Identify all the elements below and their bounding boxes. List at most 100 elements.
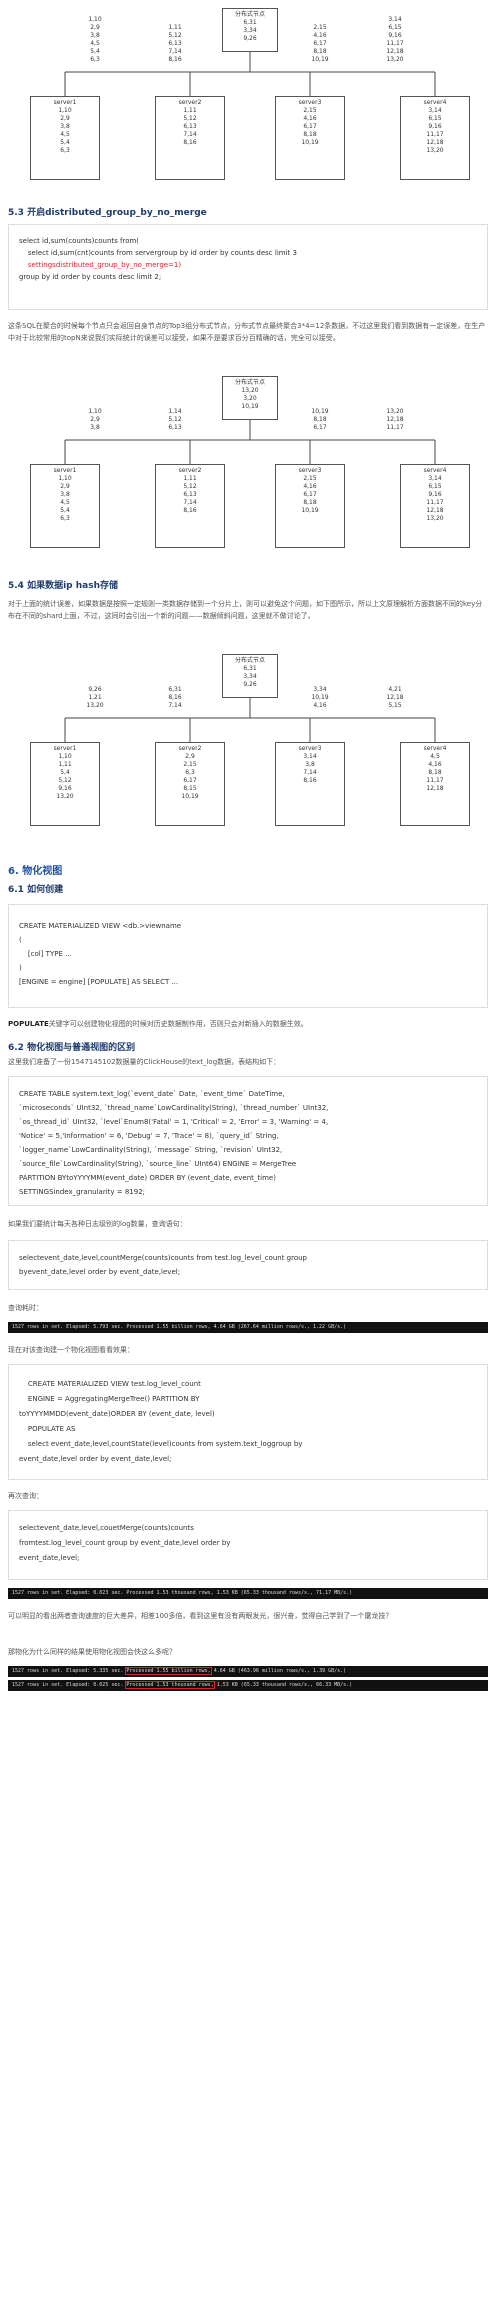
code-line: `source_file`LowCardinality(String), `so… bbox=[19, 1160, 297, 1168]
code-line: event_date,level; bbox=[19, 1554, 80, 1562]
node-line: 9,16 bbox=[428, 123, 442, 130]
code-block-create-table: CREATE TABLE system.text_log(`event_date… bbox=[8, 1076, 488, 1206]
node-line: 6,3 bbox=[60, 147, 70, 154]
code-block-query-again: selectevent_date,level,couetMerge(counts… bbox=[8, 1510, 488, 1580]
node-line: 8,15 bbox=[183, 785, 197, 792]
node-line: server3 bbox=[298, 467, 322, 474]
node-line: 3,14 bbox=[428, 107, 442, 114]
node-line: 8,16 bbox=[183, 507, 197, 514]
paragraph-6-2: 这里我们准备了一份1547145102数据量的ClickHouse的text_l… bbox=[8, 1058, 281, 1066]
node-line: 13,20 bbox=[56, 793, 74, 800]
node-line: 9,16 bbox=[58, 785, 72, 792]
value-line: 1,11 bbox=[168, 24, 182, 31]
term-highlight: Processed 1.53 thousand rows, bbox=[125, 1681, 215, 1689]
node-line: 4,5 bbox=[60, 131, 70, 138]
node-line: 10,19 bbox=[241, 403, 259, 410]
node-line: server1 bbox=[53, 467, 77, 474]
value-line: 10,19 bbox=[311, 694, 329, 701]
value-line: 2,15 bbox=[313, 24, 327, 31]
node-line: 8,18 bbox=[428, 769, 442, 776]
terminal-output-3a: 1527 rows in set. Elapsed: 5.335 sec. Pr… bbox=[8, 1666, 488, 1677]
value-line: 3,14 bbox=[388, 16, 402, 23]
node-line: server4 bbox=[423, 467, 447, 474]
value-line: 6,15 bbox=[388, 24, 402, 31]
node-line: 2,9 bbox=[185, 753, 195, 760]
value-line: 5,4 bbox=[90, 48, 100, 55]
value-line: 2,9 bbox=[90, 416, 100, 423]
value-line: 6,3 bbox=[90, 56, 100, 63]
code-line: select event_date,level,countState(level… bbox=[19, 1440, 303, 1448]
node-line: server2 bbox=[178, 745, 202, 752]
node-line: 9,26 bbox=[243, 681, 257, 688]
value-line: 13,20 bbox=[86, 702, 104, 709]
value-line: 12,18 bbox=[386, 694, 404, 701]
code-line: `microseconds` UInt32, `thread_name`LowC… bbox=[19, 1104, 329, 1112]
node-line: server4 bbox=[423, 745, 447, 752]
node-line: 11,17 bbox=[426, 499, 444, 506]
node-line: 9,16 bbox=[428, 491, 442, 498]
node-line: 8,16 bbox=[183, 139, 197, 146]
code-line: selectevent_date,level,couetMerge(counts… bbox=[19, 1524, 194, 1532]
section-5-4-title: 5.4 如果数据ip hash存储 bbox=[8, 581, 118, 591]
code-line: group by id order by counts desc limit 2… bbox=[19, 273, 162, 281]
node-line: 分布式节点 bbox=[234, 11, 265, 18]
code-line: CREATE MATERIALIZED VIEW <db.>viewname bbox=[19, 922, 182, 930]
node-line: 2,9 bbox=[60, 115, 70, 122]
diagram-connectors bbox=[64, 52, 436, 96]
node-line: 1,10 bbox=[58, 475, 72, 482]
code-line: byevent_date,level order by event_date,l… bbox=[19, 1268, 181, 1276]
node-line: 5,12 bbox=[183, 483, 197, 490]
code-block-create-mv: CREATE MATERIALIZED VIEW test.log_level_… bbox=[8, 1364, 488, 1480]
value-line: 4,16 bbox=[313, 702, 327, 709]
value-line: 3,8 bbox=[90, 32, 100, 39]
node-line: 7,14 bbox=[183, 499, 197, 506]
value-line: 1,10 bbox=[88, 408, 102, 415]
value-line: 8,16 bbox=[168, 694, 182, 701]
code-line: `logger_name`LowCardinality(String), `me… bbox=[19, 1146, 283, 1154]
node-line: 6,17 bbox=[183, 777, 197, 784]
terminal-output-1: 1527 rows in set. Elapsed: 5.793 sec. Pr… bbox=[8, 1322, 488, 1333]
node-line: 5,4 bbox=[60, 769, 70, 776]
code-line: POPULATE AS bbox=[19, 1425, 76, 1433]
populate-keyword: POPULATE bbox=[8, 1020, 49, 1028]
value-line: 10,19 bbox=[311, 408, 329, 415]
diagram-connectors bbox=[64, 420, 436, 464]
node-line: 6,31 bbox=[243, 665, 257, 672]
value-line: 4,16 bbox=[313, 32, 327, 39]
node-line: 10,19 bbox=[181, 793, 199, 800]
code-block-5-3: select id,sum(counts)counts from( select… bbox=[8, 224, 488, 310]
term-suffix: 4.64 GB (463.96 million rows/s., 1.39 GB… bbox=[210, 1668, 347, 1674]
node-line: 3,14 bbox=[428, 475, 442, 482]
code-line: select id,sum(counts)counts from( bbox=[19, 237, 140, 245]
node-line: 8,16 bbox=[303, 777, 317, 784]
code-line: event_date,level order by event_date,lev… bbox=[19, 1455, 172, 1463]
value-line: 1,10 bbox=[88, 16, 102, 23]
node-line: 6,13 bbox=[183, 123, 197, 130]
node-line: 8,18 bbox=[303, 499, 317, 506]
node-line: 1,11 bbox=[58, 761, 72, 768]
node-line: 3,34 bbox=[243, 673, 257, 680]
node-line: 7,14 bbox=[303, 769, 317, 776]
value-line: 5,12 bbox=[168, 32, 182, 39]
populate-description: 关键字可以创建物化视图的时候对历史数据制作用，否则只会对新插入的数据生效。 bbox=[48, 1020, 308, 1028]
value-line: 6,13 bbox=[168, 424, 182, 431]
terminal-output-2: 1527 rows in set. Elapsed: 0.023 sec. Pr… bbox=[8, 1588, 488, 1599]
node-line: 6,15 bbox=[428, 115, 442, 122]
paragraph-mv: 现在对该查询建一个物化视图看看效果： bbox=[8, 1346, 134, 1354]
value-line: 4,21 bbox=[388, 686, 402, 693]
node-line: 6,17 bbox=[303, 491, 317, 498]
node-line: 3,20 bbox=[243, 395, 257, 402]
node-line: server4 bbox=[423, 99, 447, 106]
